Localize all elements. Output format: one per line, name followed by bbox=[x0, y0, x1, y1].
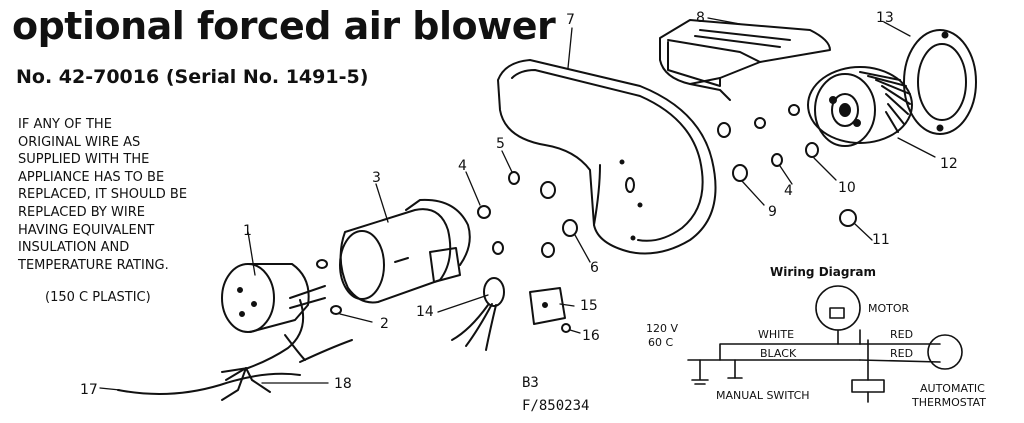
motor-wire bbox=[284, 334, 306, 361]
part-number-11: 11 bbox=[872, 232, 890, 248]
power-cord bbox=[299, 339, 353, 363]
part-number-6: 6 bbox=[590, 260, 599, 276]
part-number-5: 5 bbox=[496, 136, 505, 152]
part-number-13: 13 bbox=[876, 10, 894, 26]
wiring-white-label: WHITE bbox=[758, 328, 794, 341]
section-code: B3 bbox=[522, 375, 539, 391]
mounting-bracket bbox=[529, 287, 566, 325]
wire-connector bbox=[451, 277, 505, 351]
part-number-12: 12 bbox=[940, 156, 958, 172]
warning-line: SUPPLIED WITH THE bbox=[18, 152, 150, 168]
part-number-16: 16 bbox=[582, 328, 600, 344]
warning-line: ORIGINAL WIRE AS bbox=[18, 134, 141, 150]
wiring-red-bottom-label: RED bbox=[890, 347, 913, 360]
wire-warning-note: IF ANY OF THE ORIGINAL WIRE AS SUPPLIED … bbox=[18, 116, 187, 274]
wiring-diagram-title: Wiring Diagram bbox=[770, 265, 876, 279]
wiring-frequency-label: 60 C bbox=[648, 336, 673, 349]
part-number-17: 17 bbox=[80, 382, 98, 398]
part-number-9: 9 bbox=[768, 204, 777, 220]
warning-line: TEMPERATURE RATING. bbox=[18, 257, 169, 273]
warning-line: REPLACED BY WIRE bbox=[18, 204, 145, 220]
figure-code: F/850234 bbox=[522, 398, 589, 414]
motor bbox=[339, 198, 471, 304]
wiring-red-top-label: RED bbox=[890, 328, 913, 341]
leader-lines bbox=[99, 17, 936, 391]
wiring-thermostat-label-2: THERMOSTAT bbox=[911, 396, 986, 409]
blower-wheel bbox=[807, 66, 913, 147]
wiring-thermostat-label-1: AUTOMATIC bbox=[920, 382, 985, 395]
mounting-screws bbox=[316, 259, 342, 315]
blower-housing bbox=[497, 59, 717, 255]
model-number: No. 42-70016 (Serial No. 1491-5) bbox=[16, 66, 369, 88]
inlet-ring bbox=[903, 29, 977, 135]
warning-line: IF ANY OF THE bbox=[18, 117, 112, 132]
air-outlet-duct bbox=[659, 19, 831, 101]
part-number-4b: 4 bbox=[784, 183, 793, 199]
page-title: optional forced air blower bbox=[12, 4, 556, 48]
wiring-motor-label: MOTOR bbox=[868, 302, 910, 315]
part-number-18: 18 bbox=[334, 376, 352, 392]
wiring-voltage-label: 120 V bbox=[646, 322, 678, 335]
part-number-1: 1 bbox=[243, 223, 252, 239]
motor-wire bbox=[221, 299, 304, 373]
warning-line: APPLIANCE HAS TO BE bbox=[18, 169, 165, 185]
capacitor-switch bbox=[221, 263, 326, 333]
part-number-4a: 4 bbox=[458, 158, 467, 174]
part-number-7: 7 bbox=[566, 12, 575, 28]
plastic-rating-note: (150 C PLASTIC) bbox=[45, 290, 151, 305]
warning-line: HAVING EQUIVALENT bbox=[18, 222, 155, 238]
warning-line: INSULATION AND bbox=[18, 240, 130, 256]
part-number-2: 2 bbox=[380, 316, 389, 332]
wiring-schematic bbox=[687, 285, 963, 403]
bracket-screw bbox=[561, 323, 571, 333]
part-number-15: 15 bbox=[580, 298, 598, 314]
part-number-3: 3 bbox=[372, 170, 381, 186]
power-cord bbox=[117, 372, 301, 395]
part-number-8: 8 bbox=[696, 10, 705, 26]
wiring-manual-switch-label: MANUAL SWITCH bbox=[716, 389, 810, 402]
cord-tie bbox=[221, 367, 271, 401]
part-number-14: 14 bbox=[416, 304, 434, 320]
part-number-10: 10 bbox=[838, 180, 856, 196]
warning-line: REPLACED, IT SHOULD BE bbox=[18, 187, 188, 203]
hardware-nuts bbox=[477, 104, 857, 258]
wiring-black-label: BLACK bbox=[760, 347, 797, 360]
